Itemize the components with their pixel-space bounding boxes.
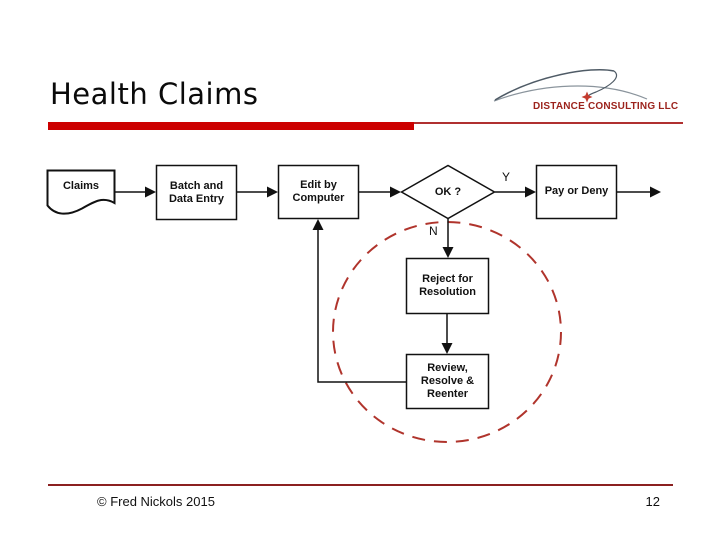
- logo-swoosh-lower-arc: [493, 85, 648, 102]
- page-number: 12: [645, 494, 660, 509]
- node-label-line: Reject for: [422, 273, 473, 285]
- process-box-reject-for-resolution: [405, 257, 490, 315]
- arrowhead-into-edit-bottom: [312, 219, 324, 230]
- arrowheads: [145, 186, 661, 354]
- decision-diamond-ok: [399, 164, 497, 220]
- process-box-batch-data-entry: [155, 164, 238, 221]
- logo-wordmark: DISTANCE CONSULTING LLC: [533, 101, 679, 112]
- process-box-review-resolve-reenter: [405, 353, 490, 410]
- footer-rule: [48, 484, 673, 486]
- node-label-edit-by-computer: Edit by Computer: [278, 165, 359, 218]
- document-shape-claims: [46, 169, 116, 215]
- node-label-line: Resolution: [419, 286, 476, 298]
- node-label-line: Resolve &: [420, 375, 475, 387]
- arrowhead-into-reject: [442, 247, 454, 258]
- node-label-review-resolve-reenter: Review, Resolve & Reenter: [406, 354, 489, 409]
- node-label-line: Computer: [292, 191, 345, 204]
- logo-swoosh-upper-arc: [494, 68, 615, 101]
- arrowhead-into-batch: [145, 186, 156, 198]
- node-label-ok-decision: OK ?: [401, 165, 495, 219]
- node-label-batch-data-entry: Batch and Data Entry: [156, 165, 237, 220]
- node-label-line: OK ?: [434, 185, 462, 198]
- arrowhead-into-pay: [525, 186, 536, 198]
- rework-loop-dashed-circle: [332, 221, 562, 443]
- node-label-line: Edit by: [300, 178, 337, 191]
- process-box-edit-by-computer: [277, 164, 360, 220]
- node-label-line: Pay or Deny: [544, 185, 609, 197]
- arrowhead-into-edit: [267, 186, 278, 198]
- arrowhead-into-review: [441, 343, 453, 354]
- branch-label-yes: Y: [502, 170, 511, 184]
- node-label-line: Claims: [62, 179, 100, 192]
- title-accent-bar: [48, 122, 414, 130]
- node-label-line: Reenter: [427, 388, 468, 400]
- connector-lines: [115, 191, 652, 383]
- node-label-line: Batch and: [169, 179, 224, 192]
- node-label-line: Review,: [427, 362, 468, 374]
- process-box-pay-or-deny: [535, 164, 618, 220]
- logo-star-icon: [581, 91, 593, 103]
- logo-swoosh-hook: [587, 70, 618, 100]
- node-label-reject-for-resolution: Reject for Resolution: [406, 258, 489, 314]
- edge-review-to-edit-feedback: [317, 228, 406, 383]
- arrowhead-output: [650, 186, 661, 198]
- branch-label-no: N: [429, 224, 438, 238]
- page-title: Health Claims: [50, 77, 259, 111]
- title-thin-rule: [414, 122, 683, 124]
- node-label-pay-or-deny: Pay or Deny: [536, 165, 617, 218]
- footer-copyright: © Fred Nickols 2015: [97, 494, 215, 509]
- node-label-claims: Claims: [47, 170, 115, 202]
- node-label-line: Data Entry: [168, 192, 225, 205]
- arrowhead-into-ok: [390, 186, 401, 198]
